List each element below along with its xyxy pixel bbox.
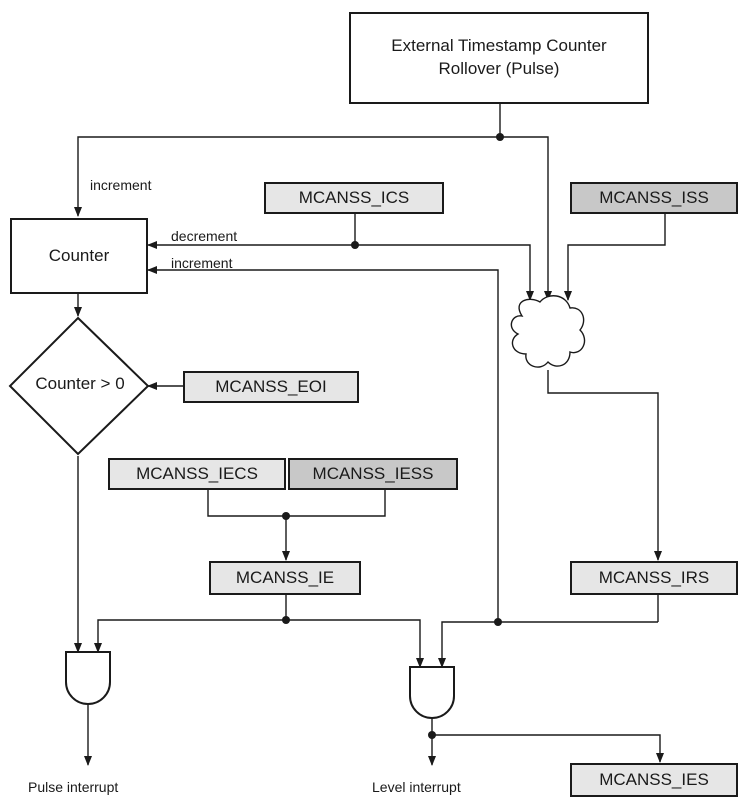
external-counter-line1: External Timestamp Counter (391, 36, 607, 56)
pulse-and-gate (65, 651, 111, 705)
level-to-ies (432, 734, 664, 763)
ie-to-level-and (286, 619, 424, 668)
register-iss-label: MCANSS_ISS (599, 188, 709, 207)
iecs-iess-join (207, 490, 386, 517)
compare-label: Counter > 0 (35, 374, 125, 393)
junction-dot (282, 512, 290, 520)
junction-dot (428, 731, 436, 739)
ics-to-cloud (355, 244, 534, 301)
register-ies-label: MCANSS_IES (599, 770, 709, 789)
level-and-gate (409, 666, 455, 719)
register-iess: MCANSS_IESS (288, 458, 458, 490)
edge-label-decrement: decrement (171, 228, 238, 244)
ext-to-counter-increment (74, 136, 500, 217)
register-eoi-label: MCANSS_EOI (215, 377, 327, 396)
irs-to-level-and (438, 621, 658, 668)
junction-dot (494, 618, 502, 626)
register-irs: MCANSS_IRS (570, 561, 738, 595)
junction-dot (496, 133, 504, 141)
register-iecs: MCANSS_IECS (108, 458, 286, 490)
junction-dot (351, 241, 359, 249)
counter-box: Counter (10, 218, 148, 294)
counter-label: Counter (48, 246, 110, 265)
level-feedback-increment (147, 266, 499, 622)
pulse-interrupt-label: Pulse interrupt (28, 779, 119, 795)
external-counter-box: External Timestamp Counter Rollover (Pul… (349, 12, 649, 104)
register-eoi: MCANSS_EOI (183, 371, 359, 403)
edge-label-increment-feedback: increment (171, 255, 233, 271)
compare-diamond (8, 316, 150, 456)
junction-dot (282, 616, 290, 624)
ext-to-cloud (500, 136, 552, 301)
or-cloud (510, 295, 586, 368)
iss-to-cloud (564, 214, 666, 301)
register-ies: MCANSS_IES (570, 763, 738, 797)
register-iess-label: MCANSS_IESS (312, 464, 434, 483)
cloud-to-irs (547, 370, 662, 561)
register-ie: MCANSS_IE (209, 561, 361, 595)
ie-to-pulse-and (94, 619, 286, 653)
register-irs-label: MCANSS_IRS (598, 568, 710, 587)
register-ics-label: MCANSS_ICS (298, 188, 410, 207)
register-ie-label: MCANSS_IE (235, 568, 335, 587)
edge-label-increment: increment (90, 177, 152, 193)
level-interrupt-label: Level interrupt (372, 779, 461, 795)
external-counter-line2: Rollover (Pulse) (438, 59, 560, 78)
register-iecs-label: MCANSS_IECS (136, 464, 258, 483)
register-iss: MCANSS_ISS (570, 182, 738, 214)
register-ics: MCANSS_ICS (264, 182, 444, 214)
